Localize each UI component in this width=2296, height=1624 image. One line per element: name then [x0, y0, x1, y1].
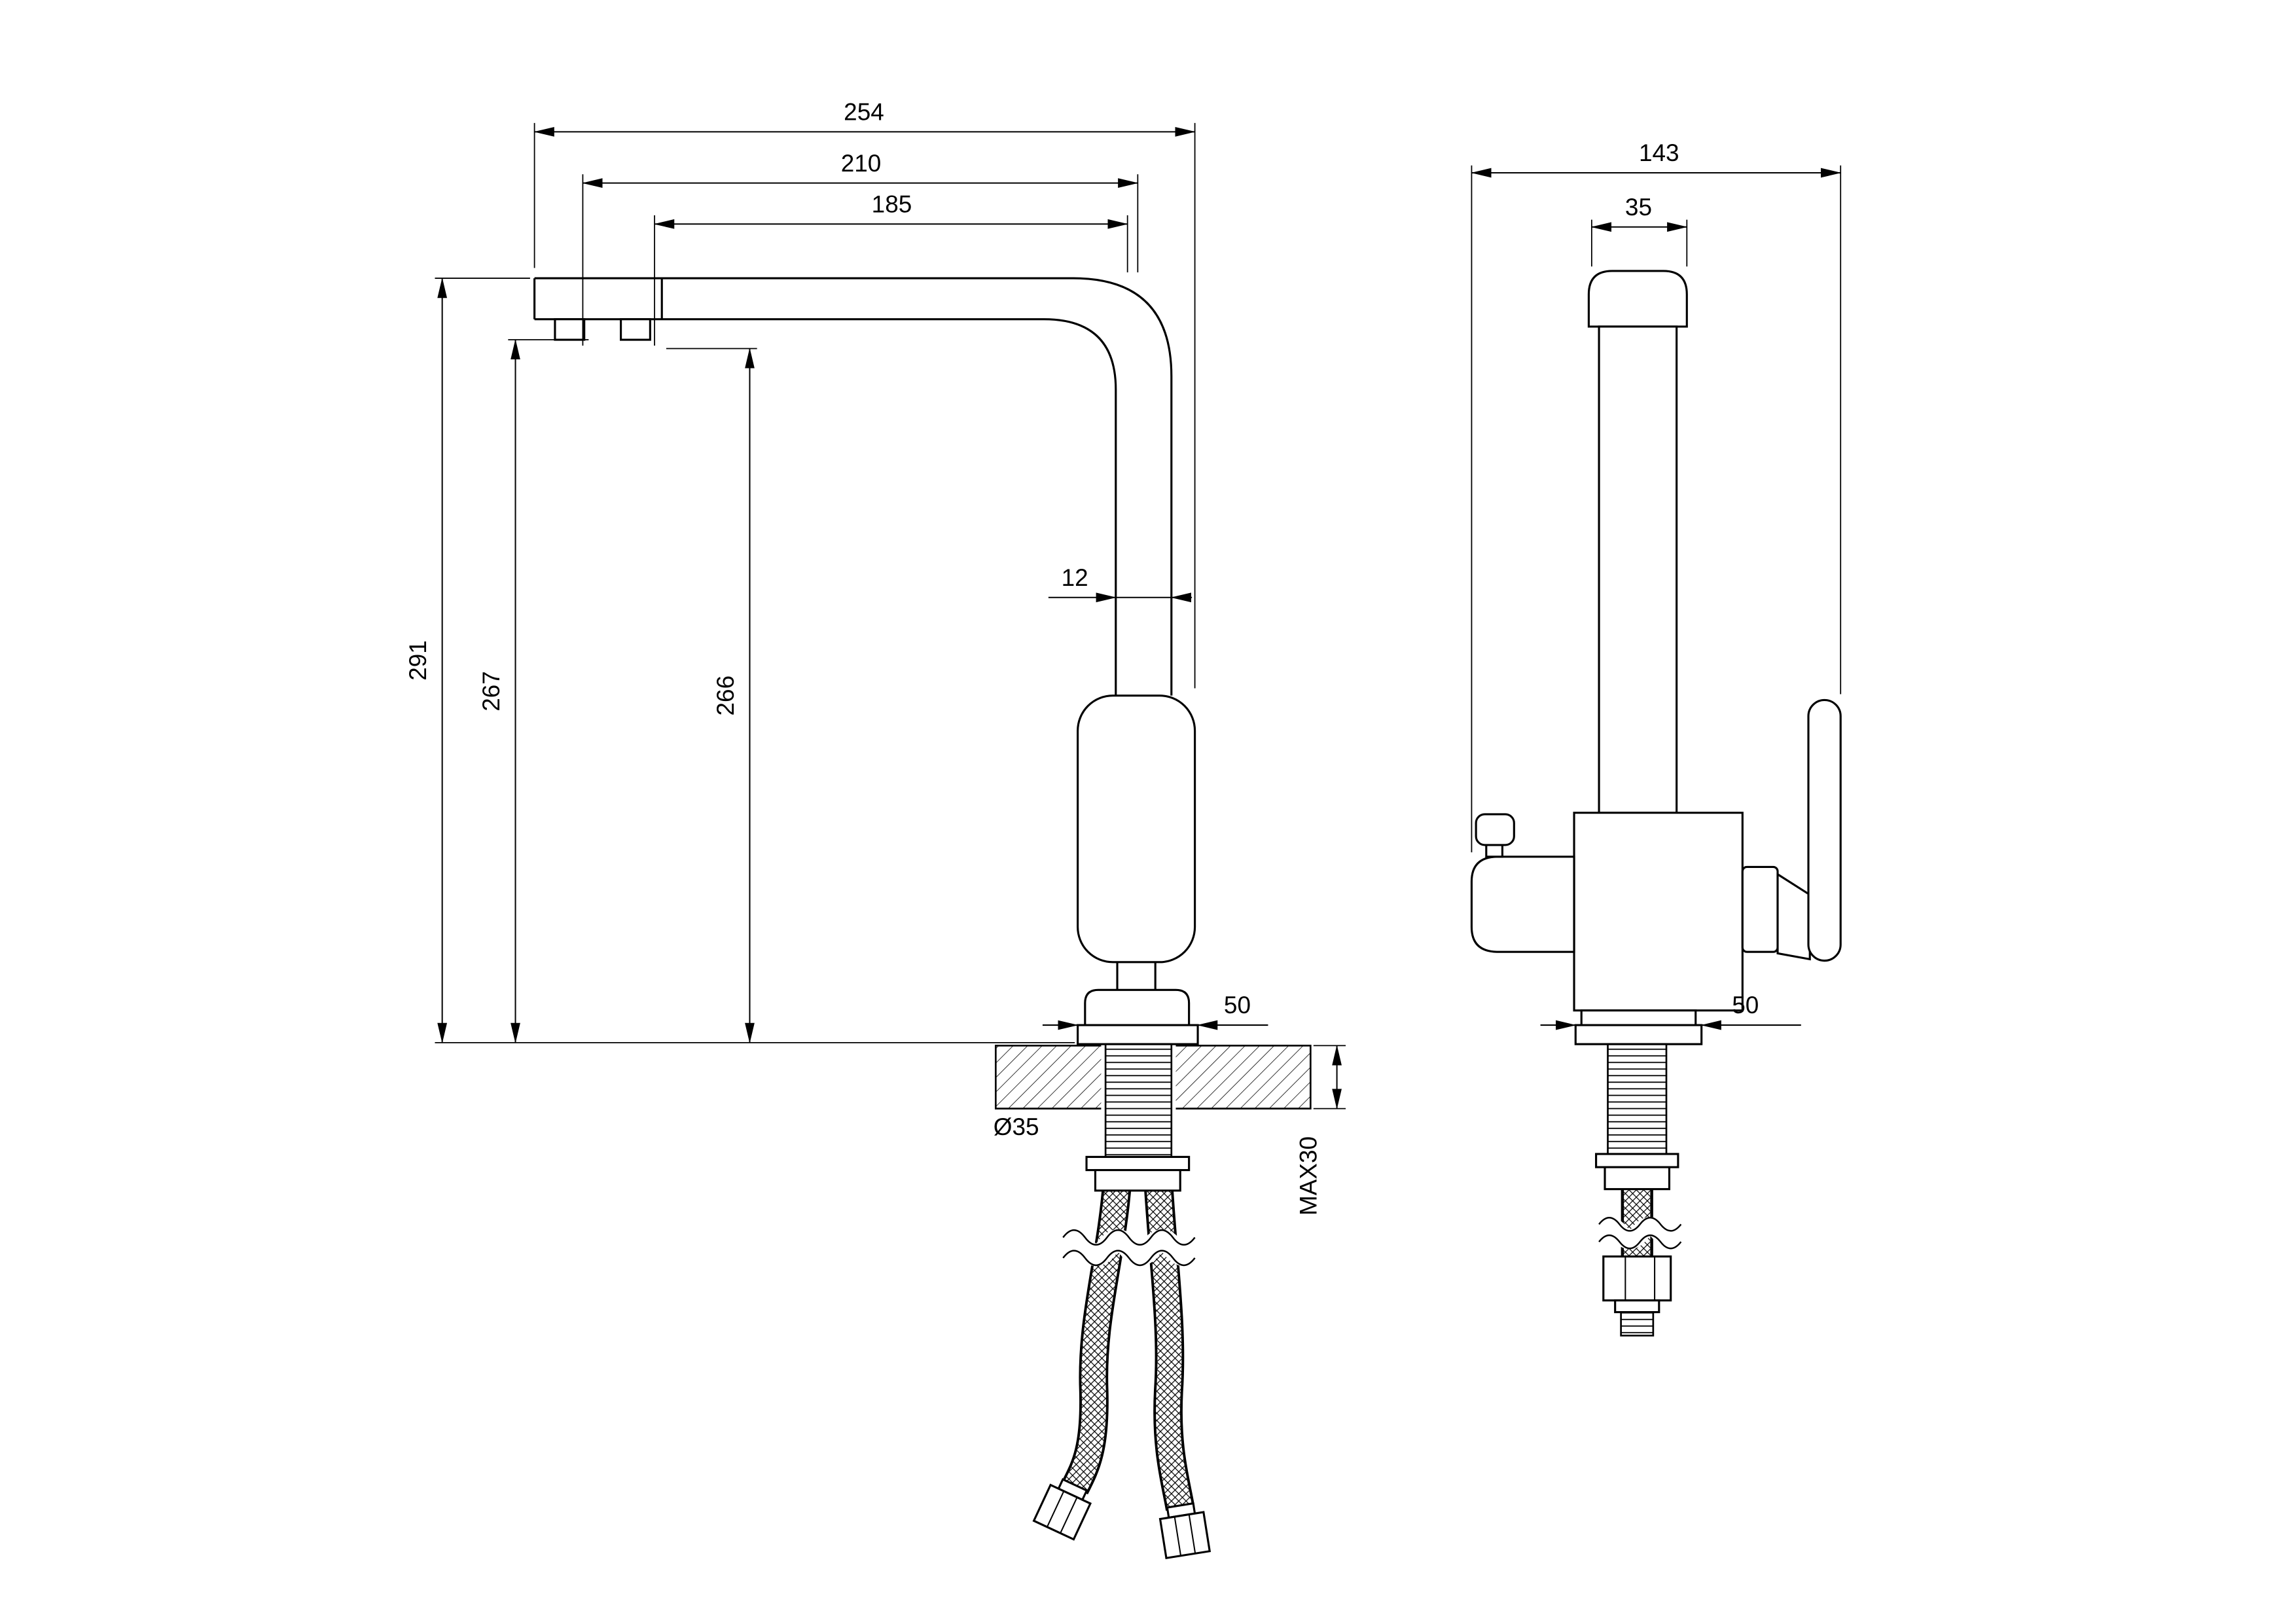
break-line-top: [1062, 1229, 1196, 1246]
filter-outlet: [1470, 856, 1575, 953]
side-hose-end-fitting: [1602, 1255, 1672, 1337]
mixer-body: [1077, 695, 1196, 964]
front-undercounter: [1032, 1043, 1211, 1560]
extension-lines: [582, 174, 1139, 346]
dim-label-countertop-max: MAX30: [1295, 1136, 1321, 1216]
side-undercounter: [1591, 1043, 1689, 1337]
fitting-hex-nut: [1158, 1511, 1211, 1560]
body-neck: [1116, 962, 1157, 990]
hose-end-fitting-left: [1032, 1477, 1092, 1541]
dim-label-overall-height: 291: [404, 640, 431, 681]
dim-front-aerator-reach: 185: [653, 190, 1128, 346]
dim-label-hole-diameter: Ø35: [994, 1113, 1039, 1140]
break-line-top: [1598, 1217, 1682, 1232]
dim-label-spout-height: 266: [712, 676, 739, 716]
side-threaded-shank: [1607, 1043, 1668, 1155]
dim-label-aerator-reach: 185: [872, 190, 912, 217]
handle-pivot: [1741, 865, 1779, 953]
dim-label-aerator-height: 267: [478, 671, 505, 712]
dim-label-base-width: 50: [1224, 992, 1251, 1019]
front-view: 254 210 185 291 267 266: [404, 98, 1346, 1560]
side-view: 143 35 50: [1470, 139, 1842, 1337]
dim-front-overall-height: 291: [404, 277, 1075, 1044]
base-plate: [1077, 1024, 1199, 1045]
dim-front-spout-height: 266: [666, 348, 757, 1044]
dim-side-overall-depth: 143: [1471, 139, 1842, 853]
dim-side-base-width: 50: [1540, 992, 1801, 1030]
fitting-hex-facets: [1624, 1256, 1656, 1301]
outlet-knob-stem: [1485, 844, 1503, 858]
dim-front-base-width: 50: [1042, 992, 1268, 1030]
threaded-shank: [1104, 1043, 1173, 1158]
dim-label-overall-width: 254: [844, 98, 884, 125]
riser-column: [1598, 325, 1678, 814]
mounting-washer: [1085, 1155, 1191, 1172]
extension-lines: [1313, 1045, 1346, 1110]
hose-break-symbol: [1054, 1229, 1204, 1267]
dim-front-overall-width: 254: [533, 98, 1196, 689]
dim-label-overall-depth: 143: [1639, 139, 1679, 166]
supply-hoses: [1062, 1179, 1195, 1511]
side-faucet: [1470, 270, 1842, 1045]
break-mask: [1054, 1229, 1204, 1266]
extension-lines: [654, 215, 1128, 346]
break-mask: [1591, 1217, 1689, 1250]
dim-label-side-base-width: 50: [1732, 992, 1759, 1019]
outlet-knob: [1475, 813, 1515, 846]
dim-side-body-width: 35: [1590, 194, 1688, 267]
dim-label-body-width: 35: [1625, 194, 1652, 221]
break-line-bottom: [1598, 1234, 1682, 1250]
fitting-threaded-tip: [1620, 1311, 1655, 1337]
dim-front-aerator-height: 267: [478, 338, 589, 1044]
dim-label-spout-reach: 210: [841, 150, 882, 177]
aerator-tabs: [554, 318, 651, 341]
side-hose-break-symbol: [1591, 1217, 1689, 1250]
front-faucet: [533, 277, 1199, 1045]
fitting-collar: [1614, 1299, 1660, 1314]
dim-front-countertop-max: MAX30: [1295, 1045, 1346, 1216]
base-flange: [1084, 988, 1191, 1026]
spout-outline: [533, 277, 1173, 696]
dim-label-pipe-width: 12: [1062, 564, 1088, 591]
body-block: [1573, 812, 1744, 1012]
fitting-hex-facets: [1174, 1514, 1196, 1556]
break-line-bottom: [1062, 1250, 1196, 1267]
hose-end-fitting-right: [1158, 1502, 1211, 1560]
fitting-hex-facets: [1046, 1490, 1078, 1534]
fitting-hex-nut: [1602, 1255, 1672, 1302]
side-base-neck: [1580, 1009, 1697, 1026]
mounting-nut: [1094, 1168, 1181, 1192]
side-mounting-nut: [1604, 1166, 1671, 1191]
side-base-plate: [1574, 1024, 1703, 1045]
extension-lines: [1471, 165, 1842, 853]
side-mounting-washer: [1595, 1153, 1679, 1168]
dim-front-pipe-width: 12: [1048, 564, 1193, 603]
extension-lines: [533, 122, 1196, 689]
dim-front-spout-reach: 210: [582, 150, 1139, 346]
handle-connector: [1776, 872, 1811, 961]
handle-grip: [1807, 698, 1842, 962]
top-cap: [1587, 270, 1688, 328]
extension-lines: [435, 278, 1075, 1043]
